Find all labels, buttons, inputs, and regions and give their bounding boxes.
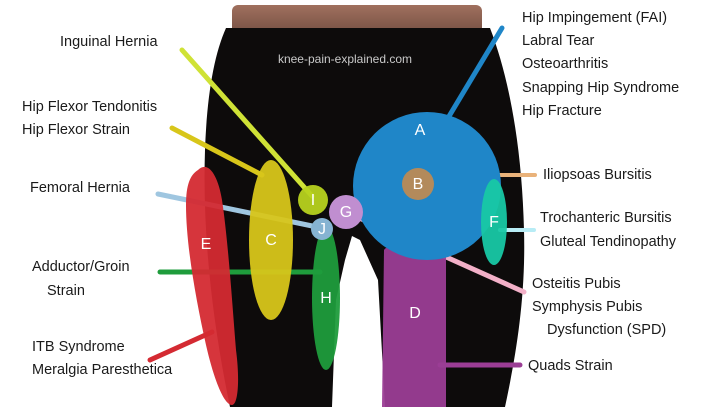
zone-e-shape xyxy=(186,166,239,405)
zone-d-shape xyxy=(382,242,446,407)
zone-d: D xyxy=(382,242,446,407)
label-meralgia-paresthetica: Meralgia Paresthetica xyxy=(32,362,173,378)
zone-i: I xyxy=(298,185,328,215)
zone-e: E xyxy=(186,166,239,405)
label-femoral-hernia: Femoral Hernia xyxy=(30,180,131,196)
label-dysfunction-spd: Dysfunction (SPD) xyxy=(547,322,666,338)
label-adductor-strain: Strain xyxy=(47,283,85,299)
zone-i-shape xyxy=(298,185,328,215)
zone-a-letter: A xyxy=(415,122,426,139)
zone-j-shape xyxy=(311,218,333,240)
label-inguinal-hernia: Inguinal Hernia xyxy=(60,34,158,50)
zone-h-letter: H xyxy=(320,290,332,307)
label-gluteal-tendinopathy: Gluteal Tendinopathy xyxy=(540,234,677,250)
connector-itb xyxy=(147,329,215,363)
zone-h: H xyxy=(312,226,340,370)
label-trochanteric-bursitis: Trochanteric Bursitis xyxy=(540,210,672,226)
label-hip-flexor-strain: Hip Flexor Strain xyxy=(22,122,130,138)
zone-e-letter: E xyxy=(201,236,212,253)
zone-g-shape xyxy=(329,195,363,229)
zone-g-letter: G xyxy=(340,204,352,221)
zone-j-letter: J xyxy=(318,221,326,238)
label-hip-flexor-tendonitis: Hip Flexor Tendonitis xyxy=(22,99,157,115)
label-osteitis-pubis: Osteitis Pubis xyxy=(532,276,621,292)
zone-f-letter: F xyxy=(489,214,499,231)
zone-h-shape xyxy=(312,226,340,370)
label-snapping-hip: Snapping Hip Syndrome xyxy=(522,80,679,96)
connector-inguinal xyxy=(179,47,315,199)
pain-zones: E C H D A B F I xyxy=(186,112,507,407)
connector-hip-group xyxy=(445,25,505,121)
connector-hip-flexor xyxy=(169,125,265,178)
zone-f: F xyxy=(481,179,507,265)
label-osteoarthritis: Osteoarthritis xyxy=(522,56,608,72)
label-quads-strain: Quads Strain xyxy=(528,358,613,374)
watermark: knee-pain-explained.com xyxy=(278,52,412,66)
zone-j: J xyxy=(311,218,333,240)
zone-f-shape xyxy=(481,179,507,265)
left-labels: Inguinal Hernia Hip Flexor Tendonitis Hi… xyxy=(22,34,173,378)
zone-b-letter: B xyxy=(413,176,424,193)
zone-d-letter: D xyxy=(409,305,421,322)
zone-b: B xyxy=(402,168,434,200)
zone-b-shape xyxy=(402,168,434,200)
zone-i-letter: I xyxy=(311,192,315,209)
right-labels: Hip Impingement (FAI) Labral Tear Osteoa… xyxy=(522,10,679,374)
label-hip-impingement: Hip Impingement (FAI) xyxy=(522,10,667,26)
zone-c: C xyxy=(249,160,293,320)
zone-c-letter: C xyxy=(265,232,277,249)
zone-g: G xyxy=(329,195,363,229)
label-adductor-groin: Adductor/Groin xyxy=(32,259,130,275)
label-iliopsoas-bursitis: Iliopsoas Bursitis xyxy=(543,167,652,183)
label-symphysis-pubis: Symphysis Pubis xyxy=(532,299,642,315)
zone-c-shape xyxy=(249,160,293,320)
label-itb-syndrome: ITB Syndrome xyxy=(32,339,125,355)
label-labral-tear: Labral Tear xyxy=(522,33,594,49)
label-hip-fracture: Hip Fracture xyxy=(522,103,602,119)
connector-femoral xyxy=(155,191,325,231)
